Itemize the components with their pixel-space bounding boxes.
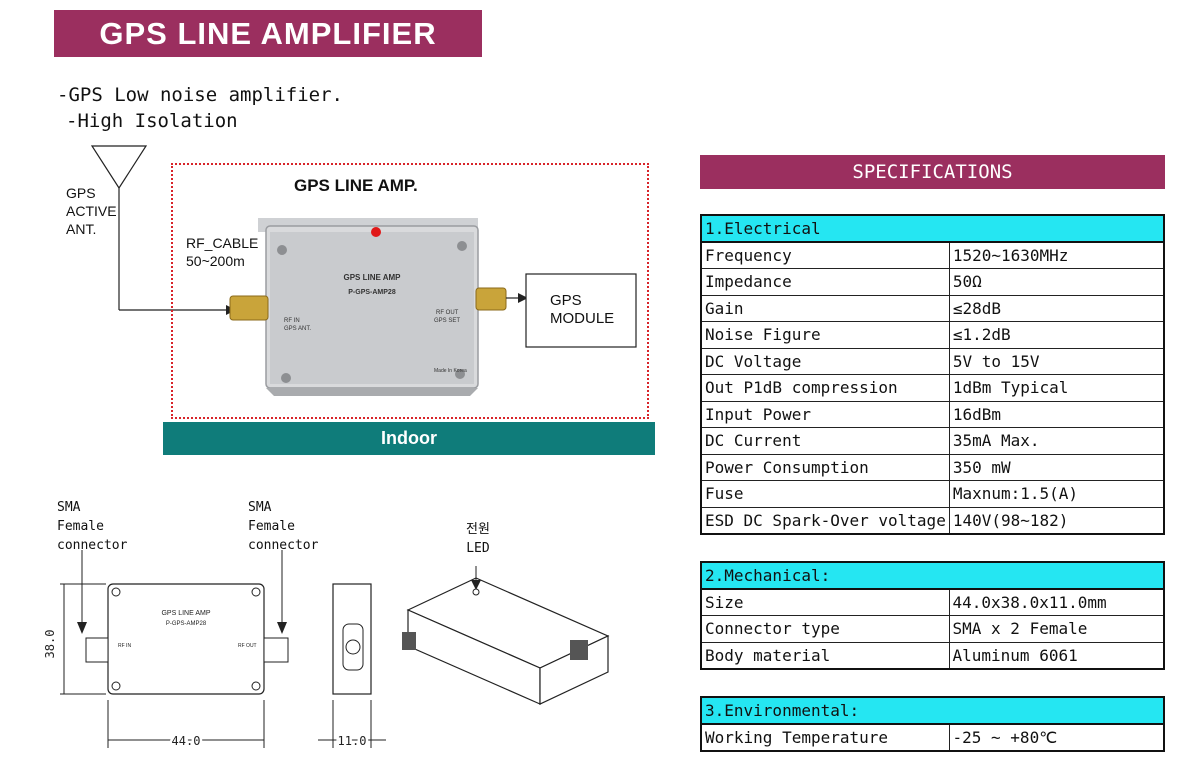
isometric-view-drawing — [402, 566, 610, 705]
section-title-environmental: 3.Environmental: — [700, 696, 1165, 725]
environmental-table: 3.Environmental: Working Temperature-25 … — [700, 696, 1165, 752]
side-view-drawing — [318, 583, 386, 748]
drawing-port-right: RF OUT — [238, 643, 257, 649]
device-title: GPS LINE AMP. — [294, 176, 418, 195]
indoor-bar: Indoor — [163, 422, 655, 455]
drawing-product-code: P-GPS-AMP28 — [166, 621, 207, 627]
section-title-electrical: 1.Electrical — [700, 214, 1165, 243]
antenna-label: GPS ACTIVE ANT. — [66, 185, 117, 237]
cable-label: RF_CABLE 50~200m — [186, 235, 259, 269]
page-title: GPS LINE AMPLIFIER — [54, 10, 482, 57]
port-right-label: RF OUT — [436, 310, 459, 316]
front-view-drawing — [60, 550, 289, 748]
table-row: Gain≤28dB — [700, 294, 1165, 322]
port-right-sub: GPS SET — [434, 318, 460, 324]
table-row: Working Temperature-25 ~ +80℃ — [700, 723, 1165, 751]
right-connector-label: SMA Female connector — [248, 500, 319, 553]
amplifier-device-image — [229, 218, 507, 396]
port-left-sub: GPS ANT. — [284, 326, 311, 332]
drawing-product-name: GPS LINE AMP — [161, 610, 210, 617]
dimension-width: 44.0 — [172, 734, 201, 748]
port-left-label: RF IN — [284, 318, 300, 324]
feature-isolation: -High Isolation — [66, 110, 238, 132]
system-diagram: GPS LINE AMP P-GPS-AMP28 RF IN GPS ANT. … — [90, 145, 637, 396]
mechanical-drawing: GPS LINE AMP P-GPS-AMP28 RF IN RF OUT 38… — [43, 550, 610, 751]
section-title-mechanical: 2.Mechanical: — [700, 561, 1165, 590]
feature-low-noise: -GPS Low noise amplifier. — [57, 84, 343, 106]
dimension-height: 38.0 — [43, 630, 57, 659]
product-name-text: GPS LINE AMP — [343, 273, 401, 282]
module-label: GPS MODULE — [550, 292, 615, 327]
drawing-port-left: RF IN — [118, 643, 131, 649]
indoor-frame — [171, 163, 649, 419]
left-connector-label: SMA Female connector — [57, 500, 128, 553]
table-row: Noise Figure≤1.2dB — [700, 321, 1165, 349]
made-in-text: Made In Korea — [434, 368, 467, 374]
product-code-text: P-GPS-AMP28 — [348, 289, 396, 296]
dimension-depth: 11.0 — [338, 734, 367, 748]
gps-module-box — [525, 273, 637, 348]
specifications-header: SPECIFICATIONS — [700, 155, 1165, 189]
led-label: 전원 LED — [466, 522, 490, 556]
